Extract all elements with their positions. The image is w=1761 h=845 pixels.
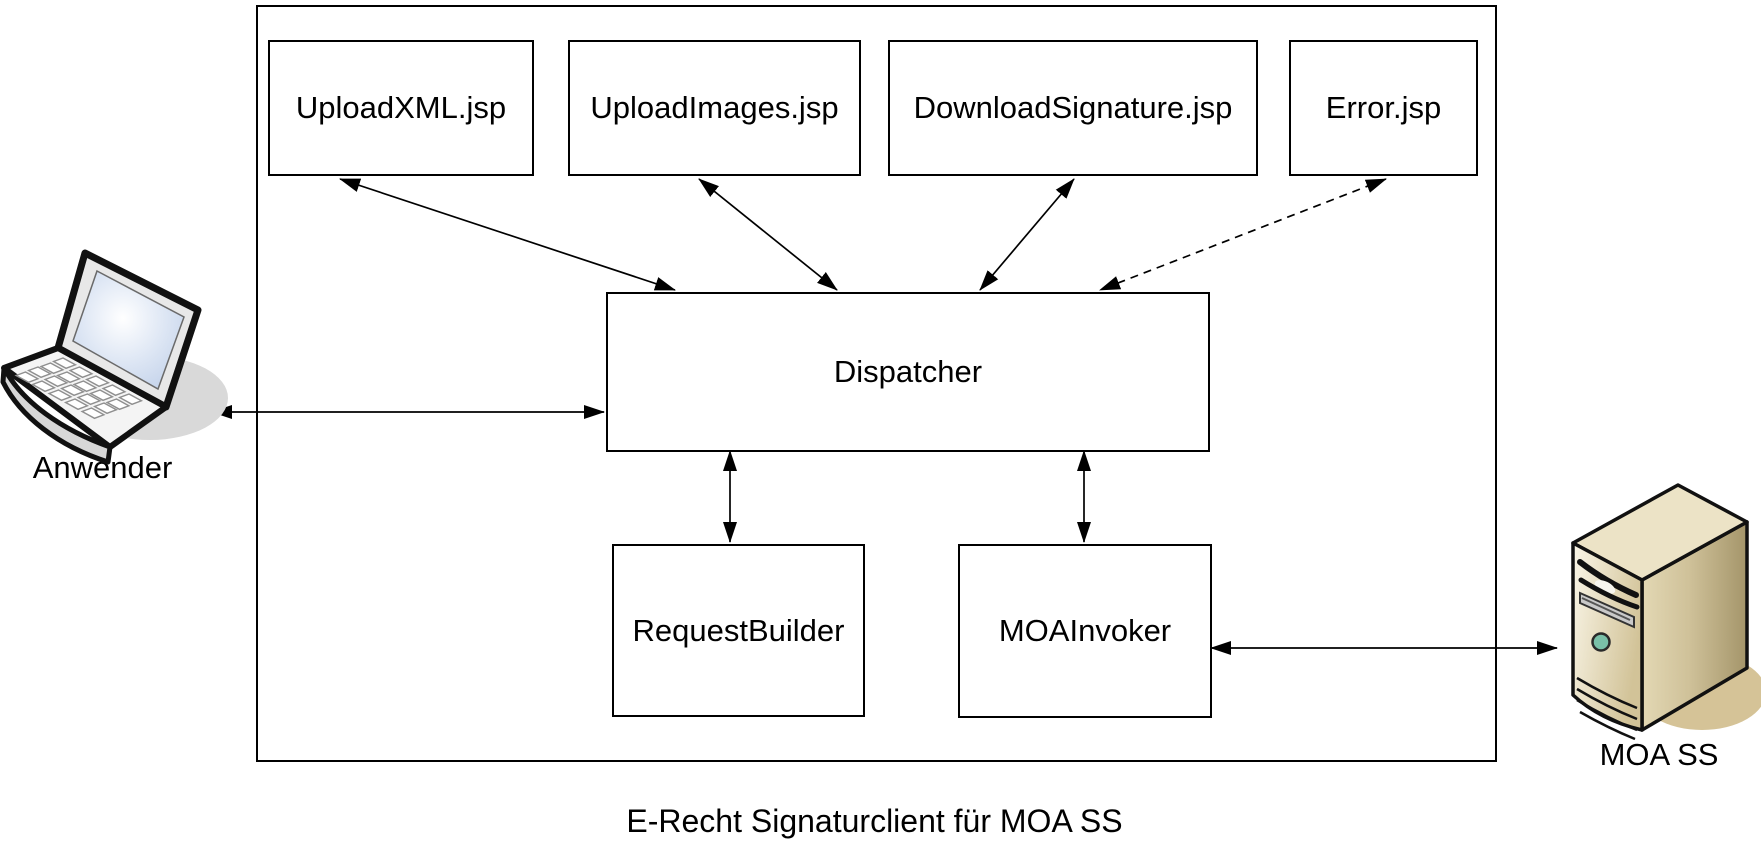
- node-requestbuilder-label: RequestBuilder: [632, 612, 845, 648]
- node-uploadxml-jsp: UploadXML.jsp: [268, 40, 534, 176]
- laptop-base-edge: [0, 365, 113, 465]
- node-moainvoker-label: MOAInvoker: [998, 613, 1172, 648]
- server-icon: [1571, 483, 1761, 741]
- laptop-base: [1, 345, 169, 450]
- client-actor-label: Anwender: [32, 450, 173, 485]
- node-dispatcher-label: Dispatcher: [833, 354, 983, 389]
- laptop-lid: [54, 249, 202, 411]
- diagram-caption: E-Recht Signaturclient für MOA SS: [626, 803, 1123, 839]
- node-moainvoker: MOAInvoker: [958, 544, 1212, 718]
- node-uploadimages-jsp: UploadImages.jsp: [568, 40, 861, 176]
- node-dispatcher: Dispatcher: [606, 292, 1210, 452]
- system-boundary-box: [256, 5, 1497, 762]
- laptop-icon: [0, 249, 228, 465]
- node-uploadimages-jsp-label: UploadImages.jsp: [590, 90, 839, 125]
- server-front-face: [1571, 541, 1644, 732]
- node-downloadsignature-jsp: DownloadSignature.jsp: [888, 40, 1258, 176]
- node-requestbuilder: RequestBuilder: [612, 544, 865, 717]
- server-front-details: [1576, 559, 1640, 741]
- node-downloadsignature-jsp-label: DownloadSignature.jsp: [913, 90, 1233, 125]
- laptop-screen: [72, 269, 185, 391]
- server-top-face: [1571, 483, 1749, 582]
- node-error-jsp: Error.jsp: [1289, 40, 1478, 176]
- server-side-face: [1640, 520, 1749, 732]
- server-shadow: [1638, 654, 1761, 730]
- node-uploadxml-jsp-label: UploadXML.jsp: [295, 90, 507, 125]
- laptop-keyboard-keys: [15, 357, 143, 419]
- server-actor-label: MOA SS: [1599, 737, 1719, 772]
- laptop-shadow: [72, 356, 228, 440]
- node-error-jsp-label: Error.jsp: [1325, 90, 1442, 125]
